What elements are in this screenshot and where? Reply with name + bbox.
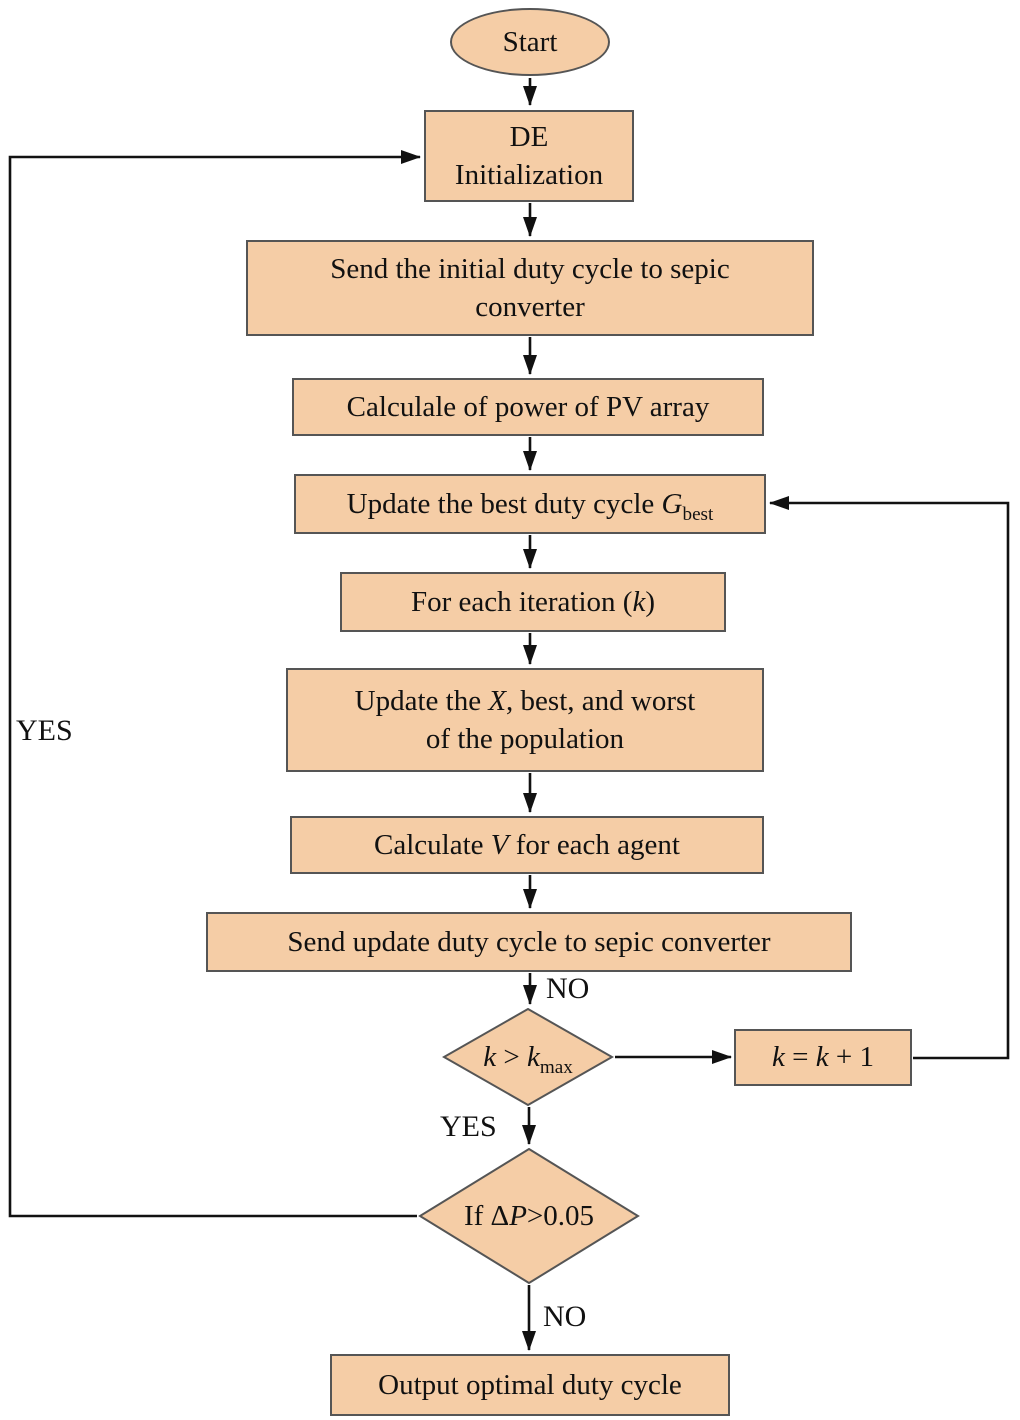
node-update-best-duty-cycle: Update the best duty cycle Gbest: [294, 474, 766, 534]
node-update-population: Update the X, best, and worst of the pop…: [286, 668, 764, 772]
node-calculate-pv-power: Calculale of power of PV array: [292, 378, 764, 436]
node-start: Start: [450, 8, 610, 76]
node-send-initial-duty-cycle-label: Send the initial duty cycle to sepic con…: [330, 252, 730, 323]
node-output-duty-cycle: Output optimal duty cycle: [330, 1354, 730, 1416]
node-send-initial-duty-cycle: Send the initial duty cycle to sepic con…: [246, 240, 814, 336]
node-start-label: Start: [502, 25, 558, 58]
decision-delta-p-label: If ΔP>0.05: [463, 1199, 595, 1232]
edge-label-yes-down: YES: [440, 1110, 497, 1143]
edge-k-inc-loop-to-update-best: [769, 496, 1010, 1060]
node-output-duty-cycle-label: Output optimal duty cycle: [378, 1368, 682, 1401]
node-calculate-v: Calculate V for each agent: [290, 816, 764, 874]
diamond-shape: [442, 1008, 614, 1106]
node-calculate-v-label: Calculate V for each agent: [374, 828, 680, 861]
node-update-population-label: Update the X, best, and worst of the pop…: [354, 684, 696, 755]
node-send-update-duty-cycle: Send update duty cycle to sepic converte…: [206, 912, 852, 972]
node-k-increment: k = k + 1: [734, 1029, 912, 1086]
edge-label-no-output: NO: [543, 1300, 587, 1333]
edge-label-no-loop: NO: [546, 972, 590, 1005]
decision-k-gt-kmax-label: k > kmax: [483, 1040, 573, 1078]
node-de-initialization: DE Initialization: [424, 110, 634, 202]
node-send-update-duty-cycle-label: Send update duty cycle to sepic converte…: [287, 925, 771, 958]
node-for-each-iteration: For each iteration (k): [340, 572, 726, 632]
diamond-shape: [418, 1148, 640, 1284]
node-for-each-iteration-label: For each iteration (k): [411, 585, 655, 618]
node-calculate-pv-power-label: Calculale of power of PV array: [346, 390, 710, 423]
edge-dp-check-yes-to-init: [8, 150, 421, 1218]
decision-delta-p: If ΔP>0.05: [418, 1148, 640, 1284]
decision-k-gt-kmax: k > kmax: [442, 1008, 614, 1106]
edge-label-yes-restart: YES: [16, 714, 73, 747]
node-k-increment-label: k = k + 1: [772, 1041, 874, 1074]
node-de-initialization-label: DE Initialization: [454, 120, 604, 191]
node-update-best-duty-cycle-label: Update the best duty cycle Gbest: [346, 487, 714, 525]
